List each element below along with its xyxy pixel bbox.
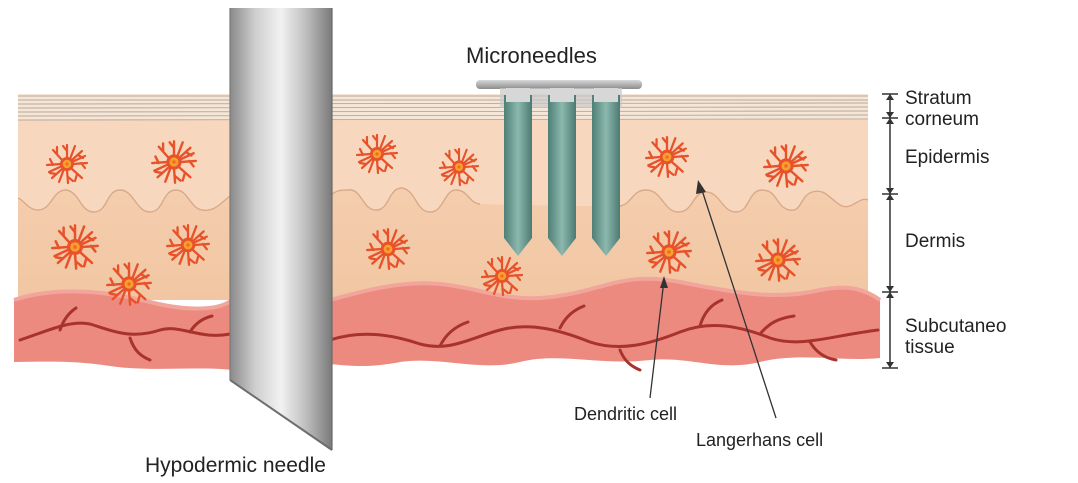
langerhans-cell-icon xyxy=(357,135,397,173)
layer-scale-bar xyxy=(882,94,898,368)
subcutaneous-label-line2: tissue xyxy=(905,337,955,358)
langerhans-cell-icon xyxy=(646,137,688,177)
microneedles-label: Microneedles xyxy=(466,43,597,68)
microneedle xyxy=(592,95,620,256)
dendritic-cell-icon xyxy=(756,239,800,280)
langerhans-cell-icon xyxy=(152,141,196,182)
microneedle xyxy=(548,95,576,256)
stratum-corneum-layer xyxy=(18,94,868,120)
dendritic-cell-icon xyxy=(367,229,409,269)
subcutaneous-label-line1: Subcutaneo xyxy=(905,316,1006,337)
microneedle xyxy=(504,95,532,256)
langerhans-cell-icon xyxy=(47,145,87,183)
langerhans-cell-icon xyxy=(764,145,808,186)
dendritic-cell-icon xyxy=(52,225,97,268)
stratum-corneum-label-line2: corneum xyxy=(905,109,979,130)
langerhans-cell-icon xyxy=(440,149,478,185)
dendritic-cell-icon xyxy=(482,257,522,295)
microneedle-base-plate xyxy=(476,80,642,89)
epidermis-label: Epidermis xyxy=(905,147,989,168)
stratum-corneum-label-line1: Stratum xyxy=(905,88,972,109)
dendritic-cell-icon xyxy=(647,231,691,272)
dendritic-cell-label: Dendritic cell xyxy=(574,404,677,424)
dendritic-cell-icon xyxy=(167,225,209,265)
dermis-label: Dermis xyxy=(905,231,965,252)
skin-layers xyxy=(14,94,880,370)
langerhans-cell-label: Langerhans cell xyxy=(696,430,823,450)
hypodermic-needle xyxy=(230,8,332,450)
dendritic-cell-icon xyxy=(107,263,151,304)
hypodermic-needle-label: Hypodermic needle xyxy=(145,454,326,477)
